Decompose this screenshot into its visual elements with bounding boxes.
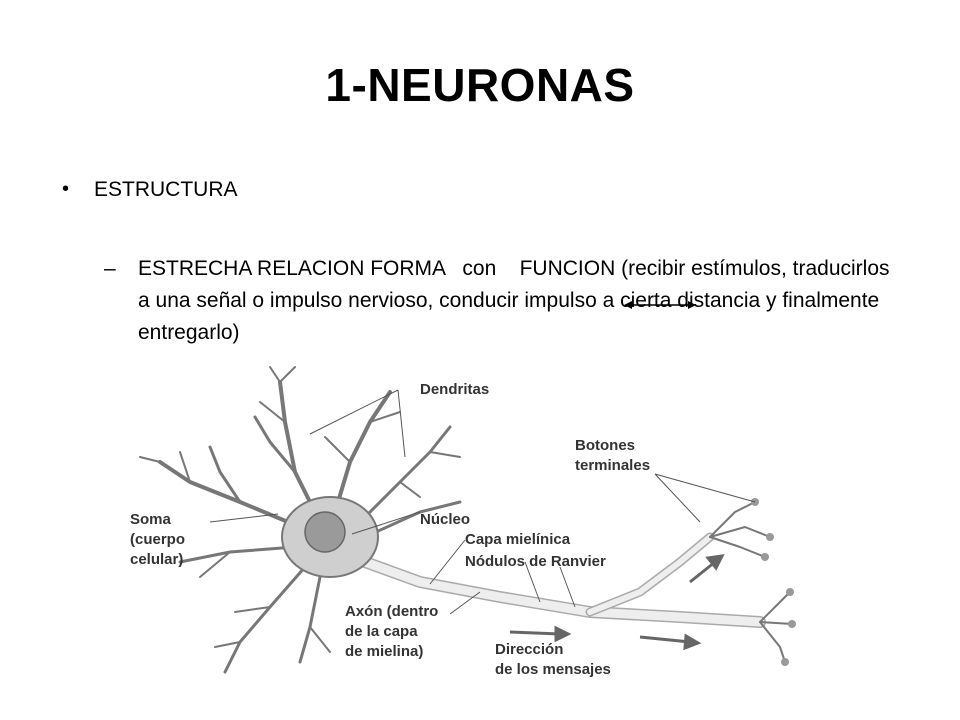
label-axon-1: Axón (dentro xyxy=(345,603,438,620)
sub-bullet-part-2: con xyxy=(462,257,497,280)
label-capa: Capa mielínica xyxy=(465,531,571,548)
sub-bullet: – ESTRECHA RELACION FORMA con FUNCION (r… xyxy=(104,253,904,349)
neuron-diagram: Dendritas Botones terminales Soma (cuerp… xyxy=(130,366,796,678)
label-botones-2: terminales xyxy=(575,457,650,474)
label-nucleo: Núcleo xyxy=(420,511,470,528)
sub-bullet-text: ESTRECHA RELACION FORMA con FUNCION (rec… xyxy=(138,253,904,349)
dash-icon: – xyxy=(104,257,116,280)
label-direccion-2: de los mensajes xyxy=(495,661,611,678)
label-nodulos: Nódulos de Ranvier xyxy=(465,553,606,570)
label-botones-1: Botones xyxy=(575,437,635,454)
label-soma-1: Soma xyxy=(130,511,172,528)
bullet-estructura: • ESTRUCTURA xyxy=(62,178,238,202)
bullet-text: ESTRUCTURA xyxy=(94,178,238,201)
sub-bullet-part-3: FUNCION (recibir estímulos, traducirlos … xyxy=(138,257,890,344)
nucleus-shape xyxy=(304,511,346,553)
label-direccion-1: Dirección xyxy=(495,641,563,658)
label-dendritas: Dendritas xyxy=(420,381,489,398)
slide-title: 1-NEURONAS xyxy=(325,59,635,111)
bullet-dot-icon: • xyxy=(62,178,70,200)
label-soma-2: (cuerpo xyxy=(130,531,185,548)
label-axon-3: de mielina) xyxy=(345,643,423,660)
label-soma-3: celular) xyxy=(130,551,183,568)
label-axon-2: de la capa xyxy=(345,623,418,640)
sub-bullet-part-1: ESTRECHA RELACION FORMA xyxy=(138,257,445,280)
